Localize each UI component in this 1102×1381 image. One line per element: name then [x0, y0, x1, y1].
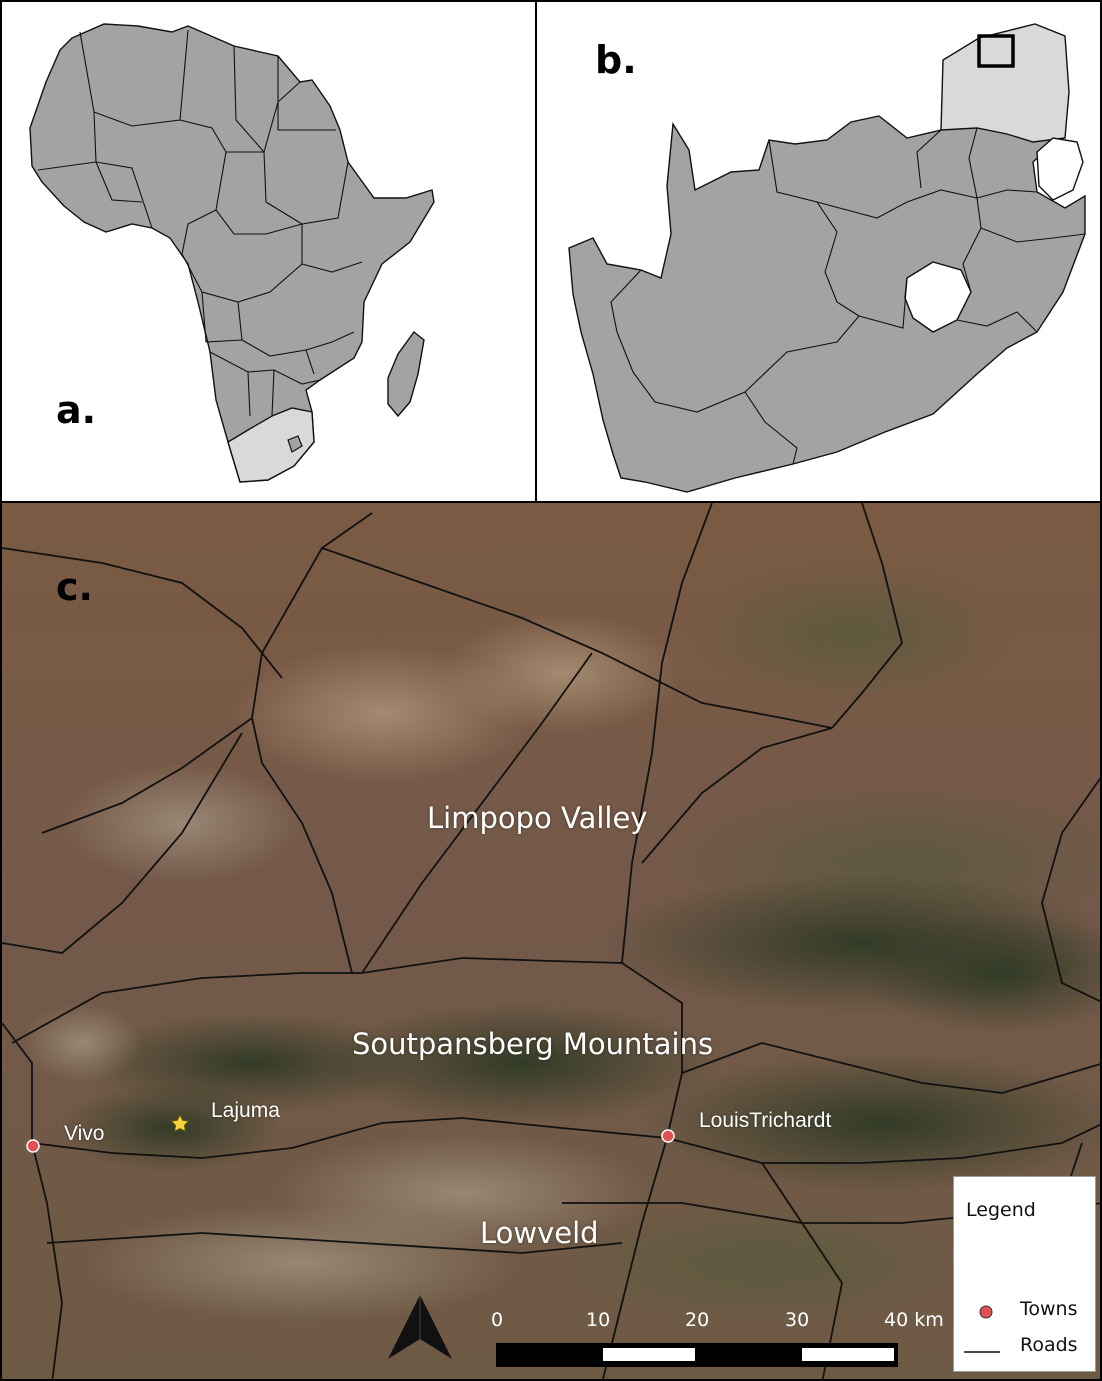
scale-tick-0: 0	[491, 1309, 504, 1331]
region-label-lowveld: Lowveld	[480, 1216, 599, 1250]
road	[41, 717, 253, 834]
panel-c-study-area-map: c. Limpopo Valley Soutpansberg Mountains…	[0, 501, 1102, 1381]
region-label-limpopo-valley: Limpopo Valley	[427, 801, 648, 835]
town-marker-vivo	[26, 1139, 40, 1153]
eswatini-notch	[1036, 137, 1084, 201]
africa-country-borders	[37, 29, 363, 417]
province-borders	[610, 127, 1086, 465]
road	[641, 727, 833, 864]
road	[31, 1142, 63, 1379]
town-label-vivo: Vivo	[64, 1122, 105, 1145]
satellite-map	[2, 503, 1100, 1379]
town-marker-louis-trichardt	[661, 1129, 675, 1143]
panel-c-letter: c.	[56, 565, 93, 609]
road	[2, 547, 283, 679]
town-dot-icon	[979, 1305, 993, 1319]
town-label-louis-trichardt: LouisTrichardt	[699, 1109, 832, 1132]
road-network	[2, 503, 1100, 1379]
legend-title: Legend	[966, 1199, 1036, 1221]
scale-tick-20: 20	[685, 1309, 710, 1331]
limpopo-province-highlight	[940, 23, 1070, 143]
road	[251, 717, 353, 974]
road	[681, 1042, 1100, 1094]
road	[2, 732, 243, 954]
road	[321, 547, 833, 729]
scale-tick-30: 30	[785, 1309, 810, 1331]
scale-bar	[496, 1343, 898, 1367]
south-africa-highlight	[227, 407, 315, 483]
legend-row-roads: Roads	[954, 1334, 1095, 1362]
road	[251, 512, 373, 719]
map-legend: Legend Towns Roads	[953, 1176, 1096, 1372]
region-label-soutpansberg: Soutpansberg Mountains	[352, 1027, 714, 1061]
panel-a-letter: a.	[56, 388, 97, 432]
south-africa-map	[568, 23, 1086, 493]
road	[1041, 777, 1100, 1003]
road-line-icon	[964, 1351, 1000, 1353]
road	[31, 1117, 1100, 1164]
madagascar-island	[387, 330, 425, 418]
road	[2, 1022, 33, 1143]
lesotho-shape	[287, 435, 303, 453]
terrain-texture	[22, 563, 1100, 1323]
site-label-lajuma: Lajuma	[211, 1099, 280, 1122]
north-arrow-icon	[388, 1295, 452, 1359]
scale-tick-10: 10	[586, 1309, 611, 1331]
panel-b-south-africa-map: b.	[535, 0, 1102, 503]
star-icon	[170, 1114, 190, 1132]
africa-map	[29, 23, 435, 483]
legend-row-towns: Towns	[954, 1298, 1095, 1326]
south-africa-provinces	[568, 93, 1086, 493]
road	[361, 652, 593, 974]
road	[11, 957, 683, 1139]
road	[46, 1232, 623, 1254]
legend-label-roads: Roads	[1020, 1334, 1078, 1356]
scale-tick-40km: 40 km	[884, 1309, 944, 1331]
study-area-box	[977, 34, 1015, 68]
legend-label-towns: Towns	[1020, 1298, 1078, 1320]
panel-b-letter: b.	[595, 38, 637, 82]
road	[831, 503, 903, 729]
panel-a-africa-map: a.	[0, 0, 537, 503]
road	[621, 503, 713, 964]
africa-continent	[29, 23, 435, 483]
